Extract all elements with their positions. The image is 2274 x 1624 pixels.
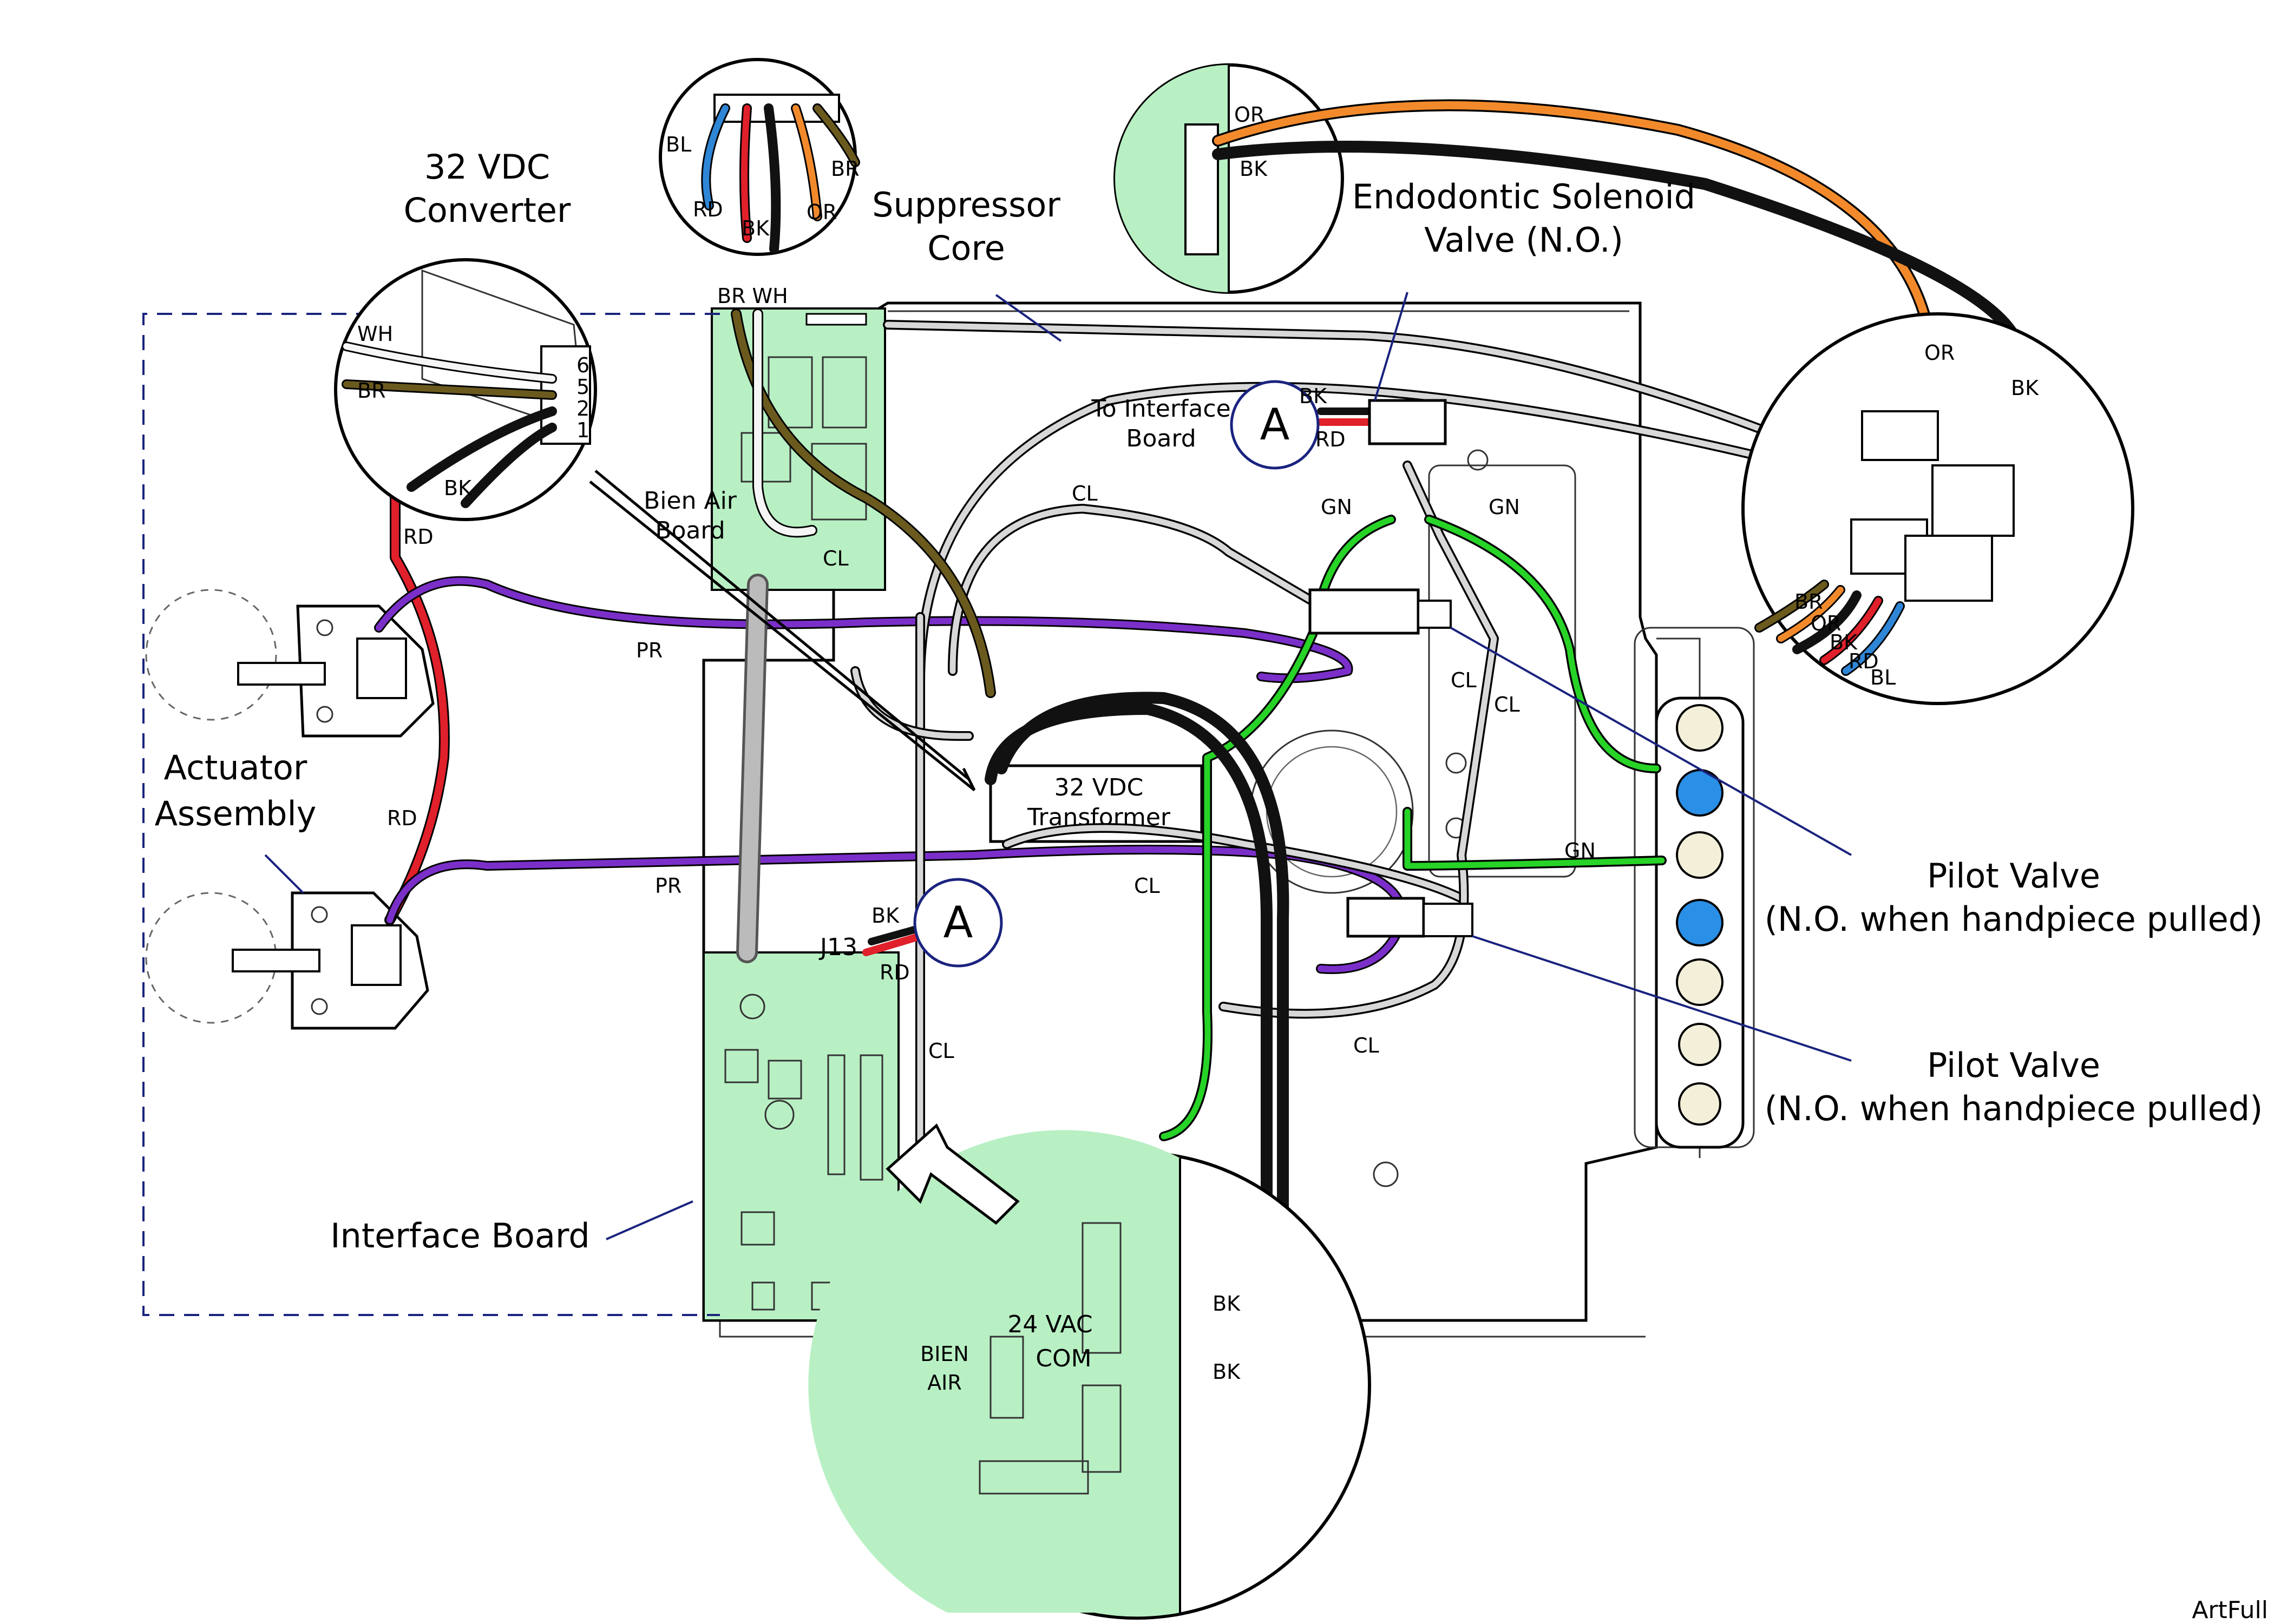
actuator-assembly-bottom (145, 891, 429, 1030)
watermark: ArtFull (2192, 1596, 2268, 1624)
converter-title: 32 VDC (424, 147, 550, 187)
text-labels: 32 VDC Converter Suppressor Core Endodon… (155, 147, 2268, 1624)
suppressor-label-2: Core (927, 228, 1005, 268)
wire-label-bk-suppressor: BK (1240, 157, 1268, 181)
suppressor-label: Suppressor (872, 185, 1060, 225)
wire-label-cl-6: CL (928, 1039, 954, 1063)
wire-label-bk-endo: BK (1299, 384, 1327, 408)
endodontic-solenoid-valve (1368, 399, 1447, 445)
wire-label-pr-1: PR (636, 639, 663, 662)
callout-a-bottom-label: A (943, 897, 973, 948)
wire-label-rd-relay: RD (1849, 649, 1879, 673)
wire-label-cl-board: CL (823, 547, 849, 570)
wire-label-rd-inset: RD (693, 198, 723, 221)
wire-label-bk: BK (444, 476, 472, 500)
callout-a-top-label: A (1260, 399, 1290, 450)
wire-label-br: BR (357, 379, 385, 403)
wire-label-br-inset: BR (831, 157, 859, 181)
label-com: COM (1036, 1345, 1091, 1372)
wire-label-rd-endo: RD (1315, 428, 1346, 451)
wire-label-bk-j13: BK (871, 904, 900, 928)
bien-air-board-label: Bien Air (644, 487, 737, 515)
knob-toggle-1 (1678, 1023, 1721, 1066)
label-bien-air-conn-2: AIR (927, 1371, 962, 1395)
connector-inset: BL RD BK OR BR (659, 58, 860, 256)
converter-title-2: Converter (404, 190, 571, 230)
pilot-valve-2-label: Pilot Valve (1927, 1046, 2100, 1085)
relay-inset: OR BK BR OR BK RD BL (1741, 312, 2134, 705)
wire-label-br-wh: BR WH (717, 284, 788, 308)
to-interface-label: To Interface (1091, 395, 1230, 423)
pilot-valve-1-label-2: (N.O. when handpiece pulled) (1765, 899, 2263, 939)
wire-label-gn-2: GN (1489, 495, 1520, 519)
pin-6: 6 (576, 353, 589, 377)
endo-valve-label: Endodontic Solenoid (1352, 177, 1695, 216)
knob-blue-2 (1676, 899, 1723, 946)
actuator-label-2: Assembly (155, 794, 317, 833)
j13-label: J13 (818, 933, 857, 961)
wire-label-rd-1: RD (403, 525, 434, 549)
wire-label-pr-2: PR (655, 874, 681, 898)
interface-board-label: Interface Board (330, 1216, 590, 1255)
wire-label-or-relay: OR (1924, 341, 1955, 365)
transformer-label: 32 VDC (1054, 774, 1144, 801)
bien-air-board-label-2: Board (655, 517, 725, 544)
actuator-label: Actuator (164, 748, 307, 787)
knob-cream-3 (1676, 958, 1723, 1006)
wire-label-bl: BL (666, 133, 691, 156)
converter-inset: WH BR BK 6 5 2 1 (334, 258, 597, 521)
label-bien-air-conn: BIEN (920, 1342, 969, 1366)
pin-5: 5 (576, 375, 589, 399)
wire-label-bk-relay-2: BK (1830, 630, 1858, 654)
handpiece-knob-panel (1655, 696, 1745, 1149)
suppressor-core-inset: OR BK (1113, 63, 1344, 294)
wire-label-rd-2: RD (387, 806, 417, 830)
wire-label-cl-1: CL (1072, 482, 1098, 505)
pilot-valve-1 (1308, 588, 1452, 635)
wire-label-cl-3: CL (1494, 693, 1520, 716)
wire-label-bk-inset: BK (742, 216, 770, 240)
pin-1: 1 (576, 418, 589, 442)
wire-label-gn-3: GN (1564, 839, 1596, 863)
pilot-valve-2-label-2: (N.O. when handpiece pulled) (1765, 1089, 2263, 1128)
leader-lines (264, 292, 1852, 1240)
wire-label-gn-1: GN (1321, 495, 1352, 519)
wire-label-bl-relay: BL (1870, 666, 1896, 689)
wire-label-cl-4: CL (1134, 874, 1160, 898)
wire-label-or-relay-2: OR (1811, 612, 1841, 635)
knob-toggle-2 (1678, 1082, 1721, 1126)
knob-cream-1 (1676, 704, 1723, 752)
knob-cream-2 (1676, 831, 1723, 879)
wire-label-wh: WH (357, 322, 393, 346)
wire-label-bk-terminal-2: BK (1213, 1360, 1241, 1384)
wire-label-cl-2: CL (1451, 668, 1477, 692)
callout-arrow-terminal (886, 1123, 1020, 1225)
terminal-inset: 24 VAC COM BIEN AIR BK BK (808, 1130, 1371, 1620)
wire-label-bk-terminal-1: BK (1213, 1292, 1241, 1316)
pilot-valve-1-label: Pilot Valve (1927, 856, 2100, 896)
callout-a-bottom: A (913, 878, 1003, 968)
wire-label-rd-j13: RD (880, 961, 910, 984)
endo-valve-label-2: Valve (N.O.) (1424, 220, 1623, 260)
pin-2: 2 (576, 397, 589, 420)
pilot-valve-2 (1346, 897, 1473, 938)
wire-label-bk-relay: BK (2011, 376, 2039, 400)
wire-label-br-relay: BR (1794, 590, 1823, 614)
to-interface-label-2: Board (1126, 425, 1196, 452)
callout-a-top: A (1230, 380, 1320, 470)
wire-label-or-inset: OR (807, 200, 837, 224)
actuator-assembly-top (145, 589, 435, 738)
label-24vac: 24 VAC (1007, 1311, 1092, 1338)
wire-label-cl-5: CL (1353, 1034, 1379, 1057)
